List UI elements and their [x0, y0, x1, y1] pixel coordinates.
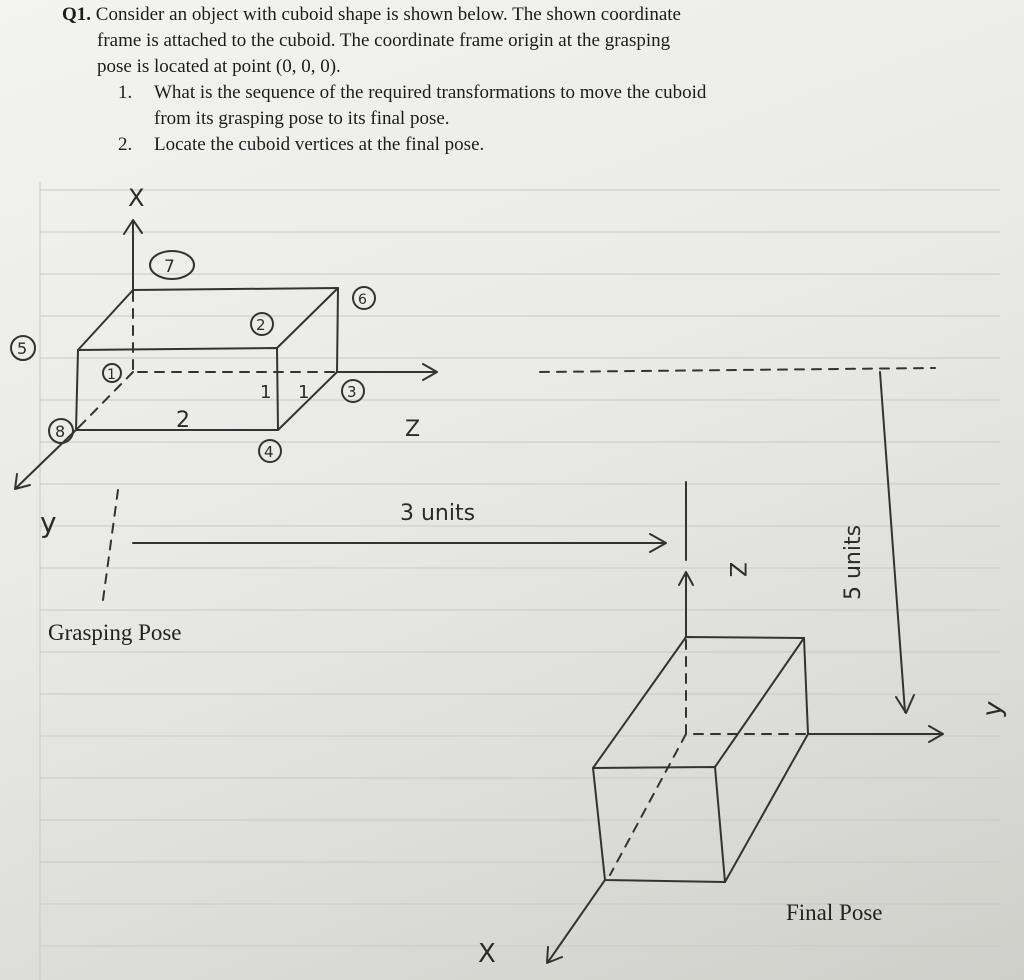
question-label: Q1.	[62, 4, 92, 25]
grasping-cuboid	[75, 287, 339, 431]
vertex-7-circle	[149, 250, 195, 280]
final-z-axis-arrow	[678, 571, 694, 638]
grasp-origin-dash	[102, 489, 119, 601]
vertex-markers: 1 2 3 4 5 6 7 8	[10, 250, 376, 463]
vertex-4-circle	[258, 439, 282, 463]
question-block: Q1. Consider an object with cuboid shape…	[62, 2, 962, 158]
final-x-label: X	[478, 939, 496, 969]
final-z-label: Z	[724, 562, 749, 577]
grasp-level-dashed-line	[539, 367, 936, 373]
vertex-2-circle	[250, 312, 274, 336]
y-axis-arrow	[14, 427, 79, 490]
final-pose-caption: Final Pose	[786, 900, 883, 925]
final-axes	[546, 571, 944, 964]
translation-3-units-label: 3 units	[400, 501, 475, 526]
vertex-8-label: 8	[55, 422, 65, 441]
vertex-6-circle	[352, 286, 376, 310]
sub-question-1-continued: from its grasping pose to its final pose…	[154, 108, 450, 129]
vertex-6-label: 6	[358, 292, 367, 308]
cuboid-right-edge	[277, 287, 339, 431]
sub-question-1-number: 1.	[118, 82, 133, 103]
vertex-4-label: 4	[264, 443, 274, 461]
question-line-1: Q1. Consider an object with cuboid shape…	[62, 2, 962, 28]
question-line-2: frame is attached to the cuboid. The coo…	[97, 30, 671, 51]
translation-3-units-arrow	[132, 533, 667, 553]
vertex-5-label: 5	[17, 339, 27, 358]
sub-question-1-text: What is the sequence of the required tra…	[154, 82, 707, 103]
edge-height-label: 1	[260, 382, 271, 403]
grasp-y-label: y	[40, 506, 57, 539]
vertex-3-label: 3	[347, 383, 357, 401]
sub-question-2-number: 2.	[118, 134, 133, 155]
translation-5-units-arrow	[879, 371, 915, 714]
vertex-1-label: 1	[107, 367, 116, 383]
z-axis-arrow	[336, 363, 438, 381]
final-y-axis-arrow	[807, 725, 944, 743]
question-line-3: pose is located at point (0, 0, 0).	[97, 56, 341, 77]
edge-depth-label: 1	[298, 382, 309, 403]
edge-length-label: 2	[176, 408, 190, 433]
vertex-7-label: 7	[164, 257, 175, 277]
vertex-1-circle	[102, 363, 122, 383]
grasp-x-label: X	[128, 184, 144, 212]
paper-ruling	[39, 182, 1000, 980]
grasping-axes	[14, 219, 438, 601]
final-hidden-edges	[609, 639, 809, 876]
x-axis-arrow	[123, 219, 143, 293]
question-text-1: Consider an object with cuboid shape is …	[95, 4, 681, 25]
grasping-pose-caption: Grasping Pose	[48, 620, 182, 645]
translation-5-units-label: 5 units	[841, 525, 866, 600]
vertex-2-label: 2	[256, 316, 266, 334]
sub-question-2: 2. Locate the cuboid vertices at the fina…	[62, 132, 962, 158]
cuboid-hidden-edges	[77, 291, 338, 429]
final-right-edge	[724, 637, 809, 883]
vertex-8-circle	[48, 418, 74, 444]
vertex-3-circle	[341, 379, 365, 403]
final-x-axis-arrow	[546, 879, 606, 964]
final-top-face	[592, 636, 805, 769]
grasp-z-label: Z	[405, 417, 420, 442]
sub-question-2-text: Locate the cuboid vertices at the final …	[154, 134, 485, 155]
translation-arrows	[132, 367, 936, 714]
sub-question-1: 1. What is the sequence of the required t…	[62, 80, 962, 106]
cuboid-top-face	[77, 287, 339, 351]
vertex-5-circle	[10, 335, 36, 361]
final-y-label: y	[977, 699, 1009, 719]
final-cuboid	[592, 636, 809, 883]
